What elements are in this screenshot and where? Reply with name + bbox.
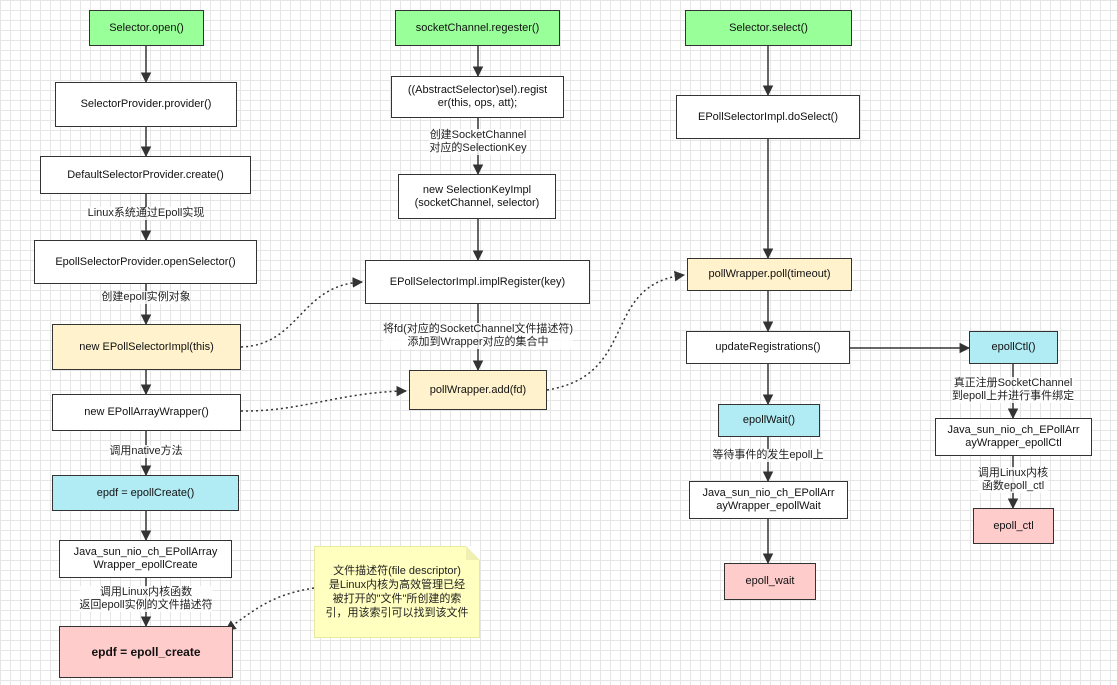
node-default-provider-create: DefaultSelectorProvider.create() (40, 156, 251, 194)
node-label: epoll_wait (745, 575, 795, 587)
node-label: Java_sun_nio_ch_EPollArr ayWrapper_epoll… (702, 487, 835, 512)
node-label: epdf = epollCreate() (96, 486, 195, 499)
node-label: Selector.open() (109, 21, 184, 34)
edge-selectorimpl-to-implregister (240, 277, 364, 348)
edge-label-linux-epoll-impl: Linux系统通过Epoll实现 (87, 207, 205, 220)
node-label: EPollSelectorImpl.doSelect() (697, 110, 838, 123)
note-file-descriptor: 文件描述符(file descriptor) 是Linux内核为高效管理已经 被… (314, 546, 480, 638)
node-wrapper-add: pollWrapper.add(fd) (409, 370, 547, 410)
node-label: Selector.select() (729, 21, 808, 34)
node-label: epollWait() (742, 414, 796, 426)
edge-wrapperadd-to-poll (546, 270, 686, 391)
node-selector-select: Selector.select() (685, 10, 852, 46)
node-label: epollCtl() (991, 341, 1036, 353)
edge-label-create-selection-key: 创建SocketChannel 对应的SelectionKey (429, 129, 527, 155)
node-epoll-wait-call: epollWait() (718, 404, 820, 437)
node-label: Java_sun_nio_ch_EPollArray Wrapper_epoll… (73, 546, 218, 571)
node-label: pollWrapper.add(fd) (429, 383, 527, 396)
edge-arraywrapper-to-wrapperadd (240, 385, 408, 412)
node-new-epoll-array-wrapper: new EPollArrayWrapper() (52, 394, 241, 431)
node-label: pollWrapper.poll(timeout) (708, 268, 831, 280)
node-new-epoll-selector-impl: new EPollSelectorImpl(this) (52, 324, 241, 370)
node-wrapper-poll: pollWrapper.poll(timeout) (687, 258, 852, 291)
edge-label-add-fd-to-wrapper: 将fd(对应的SocketChannel文件描述符) 添加到Wrapper对应的… (382, 323, 574, 349)
node-epdf-kernel-create: epdf = epoll_create (59, 626, 233, 678)
node-label: Java_sun_nio_ch_EPollArr ayWrapper_epoll… (947, 424, 1080, 449)
node-label: socketChannel.regester() (415, 21, 540, 34)
node-label: new SelectionKeyImpl (socketChannel, sel… (414, 183, 540, 209)
node-label: DefaultSelectorProvider.create() (67, 168, 224, 181)
edge-label-call-kernel-create: 调用Linux内核函数 返回epoll实例的文件描述符 (79, 586, 213, 612)
node-abstract-register: ((AbstractSelector)sel).regist er(this, … (391, 76, 564, 118)
node-epoll-ctl-call: epollCtl() (969, 331, 1058, 364)
node-selector-open: Selector.open() (89, 10, 204, 46)
node-label: epoll_ctl (993, 519, 1034, 532)
node-do-select: EPollSelectorImpl.doSelect() (676, 95, 860, 139)
node-label: epdf = epoll_create (91, 644, 201, 659)
node-kernel-epoll-ctl: epoll_ctl (973, 508, 1054, 544)
edge-label-call-native: 调用native方法 (109, 445, 183, 458)
node-label: updateRegistrations() (715, 341, 821, 353)
node-label: new EPollSelectorImpl(this) (79, 340, 214, 353)
node-label: SelectorProvider.provider() (80, 98, 212, 110)
node-epdf-epoll-create: epdf = epollCreate() (52, 475, 239, 511)
node-jni-epoll-create: Java_sun_nio_ch_EPollArray Wrapper_epoll… (59, 540, 232, 578)
node-selector-provider: SelectorProvider.provider() (55, 82, 237, 127)
node-epoll-provider-open: EpollSelectorProvider.openSelector() (34, 240, 257, 284)
node-socket-register: socketChannel.regester() (395, 10, 560, 46)
edge-note-to-kernel-create (225, 587, 315, 631)
node-jni-epoll-wait: Java_sun_nio_ch_EPollArr ayWrapper_epoll… (689, 481, 848, 519)
node-update-registrations: updateRegistrations() (686, 331, 850, 364)
node-label: ((AbstractSelector)sel).regist er(this, … (407, 84, 548, 109)
node-label: EpollSelectorProvider.openSelector() (55, 255, 236, 268)
edge-label-call-kernel-ctl: 调用Linux内核 函数epoll_ctl (977, 467, 1049, 493)
edge-label-wait-event: 等待事件的发生epoll上 (712, 449, 824, 462)
edge-label-create-epoll-instance: 创建epoll实例对象 (101, 291, 191, 304)
edge-label-register-to-epoll: 真正注册SocketChannel 到epoll上并进行事件绑定 (951, 377, 1075, 403)
node-impl-register: EPollSelectorImpl.implRegister(key) (365, 260, 590, 304)
node-label: new EPollArrayWrapper() (84, 406, 209, 418)
node-jni-epoll-ctl: Java_sun_nio_ch_EPollArr ayWrapper_epoll… (935, 418, 1092, 456)
node-new-selection-key: new SelectionKeyImpl (socketChannel, sel… (398, 174, 556, 219)
node-kernel-epoll-wait: epoll_wait (724, 563, 816, 600)
node-label: EPollSelectorImpl.implRegister(key) (389, 275, 566, 288)
